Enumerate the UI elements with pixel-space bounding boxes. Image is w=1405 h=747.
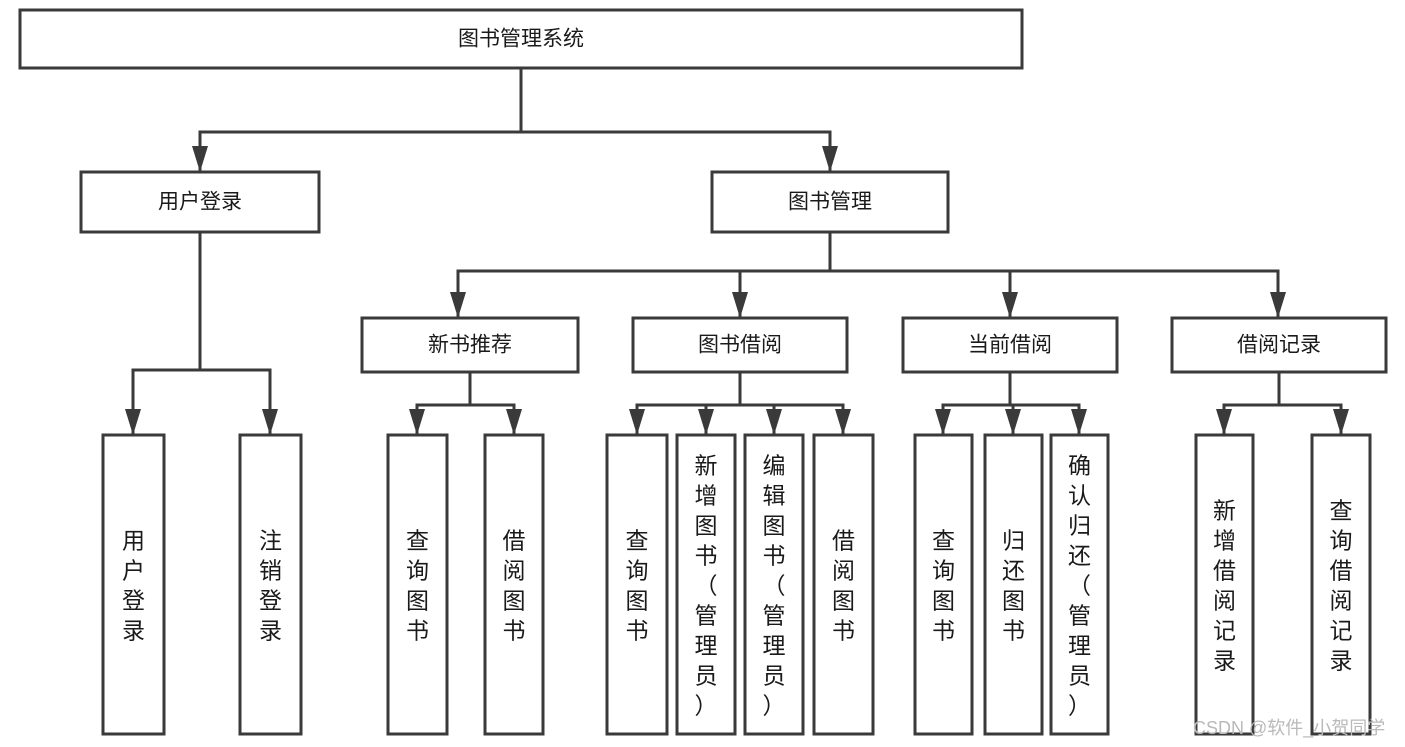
node-label: 注销登录 [259,528,282,644]
arrow-head-icon [450,292,466,318]
leaf-node-leaf-query-borrow-record[interactable]: 查询借阅记录 [1310,433,1372,736]
connector-layer [125,66,1349,437]
node-label: 新增图书（管理员） [695,453,718,719]
leaf-node-leaf-confirm-return-admin[interactable]: 确认归还（管理员） [1049,433,1110,736]
level2-node-book-manage[interactable]: 图书管理 [710,170,950,234]
arrow-head-icon [835,409,851,435]
node-label: 图书管理系统 [458,28,584,51]
node-label: 查询图书 [406,528,429,644]
arrow-head-icon [766,409,782,435]
arrow-head-icon [1333,409,1349,435]
node-box [631,316,849,374]
node-box [18,8,1024,70]
arrow-head-icon [1270,292,1286,318]
node-box [710,170,950,234]
node-box [812,433,875,736]
node-label: 借阅图书 [832,528,855,644]
node-box [238,433,303,736]
level3-node-current-borrow[interactable]: 当前借阅 [901,316,1119,374]
node-label: 新增借阅记录 [1213,498,1236,674]
node-box [901,316,1119,374]
node-box [1049,433,1110,736]
leaf-node-leaf-return-book[interactable]: 归还图书 [983,433,1044,736]
arrow-head-icon [935,409,951,435]
arrow-head-icon [732,292,748,318]
level3-node-book-borrow[interactable]: 图书借阅 [631,316,849,374]
node-label: 用户登录 [122,528,145,644]
arrow-head-icon [1216,409,1232,435]
arrow-head-icon [1002,292,1018,318]
node-box [79,170,321,234]
node-label: 借阅图书 [503,528,526,644]
node-box [360,316,580,374]
leaf-node-leaf-user-logout[interactable]: 注销登录 [238,433,303,736]
leaf-node-leaf-user-login[interactable]: 用户登录 [101,433,166,736]
leaf-node-leaf-query-book-borrow[interactable]: 查询图书 [605,433,669,736]
csdn-watermark: CSDN @软件_小贺同学 [1193,718,1385,739]
leaf-node-leaf-add-book-admin[interactable]: 新增图书（管理员） [675,433,737,736]
level3-node-new-book-recommend[interactable]: 新书推荐 [360,316,580,374]
arrow-head-icon [125,409,141,435]
arrow-head-icon [1071,409,1087,435]
node-box [101,433,166,736]
arrow-head-icon [629,409,645,435]
node-box [605,433,669,736]
level2-node-user-login[interactable]: 用户登录 [79,170,321,234]
node-label: 借阅记录 [1237,334,1321,357]
node-label: 新书推荐 [428,334,512,357]
leaf-node-leaf-query-book-recommend[interactable]: 查询图书 [386,433,449,736]
arrow-head-icon [262,409,278,435]
node-box [1170,316,1388,374]
node-box [983,433,1044,736]
node-label: 查询借阅记录 [1330,498,1353,674]
arrow-head-icon [698,409,714,435]
leaf-node-leaf-edit-book-admin[interactable]: 编辑图书（管理员） [743,433,805,736]
node-label: 归还图书 [1002,528,1025,644]
node-label: 当前借阅 [968,334,1052,357]
node-layer: 图书管理系统用户登录图书管理新书推荐图书借阅当前借阅借阅记录用户登录注销登录查询… [18,8,1388,736]
node-label: 编辑图书（管理员） [763,453,786,719]
node-label: 确认归还（管理员） [1068,453,1091,719]
node-box [913,433,974,736]
node-label: 图书管理 [788,191,872,214]
leaf-node-leaf-query-book-current[interactable]: 查询图书 [913,433,974,736]
arrow-head-icon [1005,409,1021,435]
arrow-head-icon [506,409,522,435]
node-label: 用户登录 [158,191,242,214]
node-box [675,433,737,736]
level3-node-borrow-record[interactable]: 借阅记录 [1170,316,1388,374]
leaf-node-leaf-add-borrow-record[interactable]: 新增借阅记录 [1194,433,1255,736]
node-box [386,433,449,736]
node-box [743,433,805,736]
node-label: 查询图书 [932,528,955,644]
node-label: 图书借阅 [698,334,782,357]
node-box [483,433,545,736]
node-box [1194,433,1255,736]
root-node-root[interactable]: 图书管理系统 [18,8,1024,70]
arrow-head-icon [822,146,838,172]
arrow-head-icon [192,146,208,172]
node-box [1310,433,1372,736]
arrow-head-icon [409,409,425,435]
leaf-node-leaf-borrow-book[interactable]: 借阅图书 [812,433,875,736]
node-label: 查询图书 [626,528,649,644]
leaf-node-leaf-borrow-book-recommend[interactable]: 借阅图书 [483,433,545,736]
